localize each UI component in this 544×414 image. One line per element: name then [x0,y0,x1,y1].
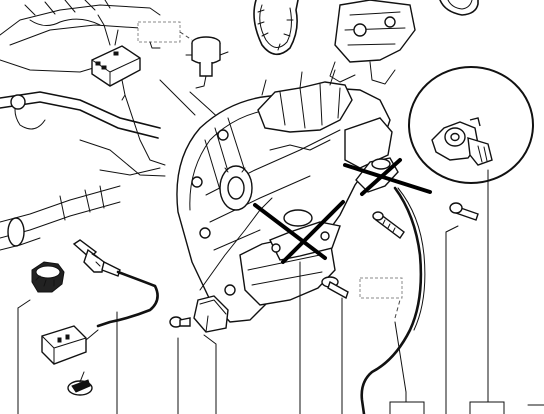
temp-sensor [72,239,159,328]
multiway-connector [91,14,141,101]
bolt-a [372,211,405,240]
struck-switch-right [343,157,432,196]
sensor-circled [408,66,534,184]
vacuum-valve [179,31,229,89]
chain-assembly [253,0,299,56]
linkage-rods [0,79,227,177]
plug-connector [41,325,99,365]
small-screw [169,316,191,328]
callout-box-1 [389,401,425,414]
callout-box-2 [469,401,505,414]
bolt-c [449,202,479,221]
label-box-top [137,21,181,49]
gasket-top-right [439,0,479,16]
pump-assembly [329,0,416,85]
clip [67,379,93,396]
sump-plug [31,261,65,293]
drive-shaft [0,185,121,251]
sensor-harness [360,186,426,414]
bolt-b [321,276,349,300]
label-box-mid [359,277,403,299]
struck-switch-left [253,200,345,264]
bracket [193,295,229,333]
callout-box-row [389,401,505,414]
leader-lines [17,169,544,414]
